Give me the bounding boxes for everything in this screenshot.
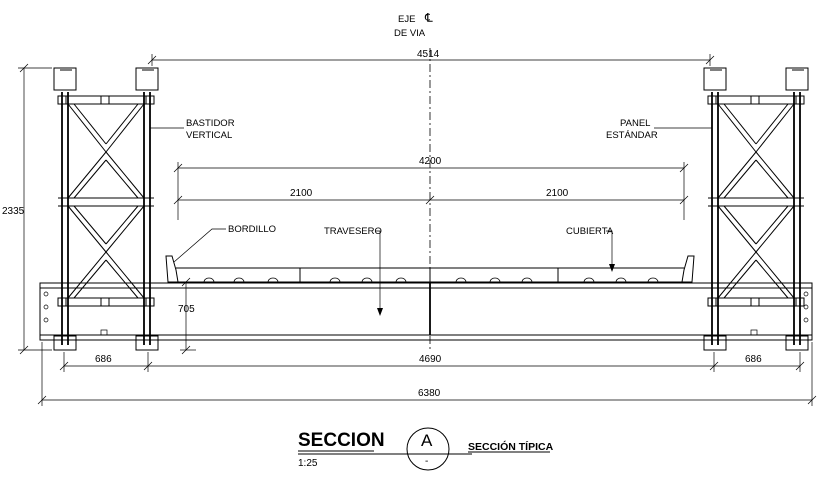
dim-half-left-text: 2100: [290, 188, 313, 199]
axis-label-line1: EJE: [398, 14, 415, 25]
dim-top-span: 4514: [147, 49, 715, 66]
axis-label-line2: DE VIA: [394, 28, 426, 39]
centerline-symbol: ℄: [424, 11, 433, 25]
title-block: SECCION 1:25 A - SECCIÓN TÍPICA: [298, 427, 554, 471]
section-letter: A: [421, 431, 433, 450]
dim-bottom-chain: 686 4690 686: [59, 352, 805, 372]
dim-kerb-height: 705: [178, 277, 196, 355]
label-bordillo-text: BORDILLO: [228, 224, 276, 235]
label-travesero-text: TRAVESERO: [324, 226, 382, 237]
label-panel-line2: ESTÁNDAR: [606, 130, 658, 141]
label-panel: PANEL ESTÁNDAR: [606, 118, 712, 141]
label-cubierta-text: CUBIERTA: [566, 226, 614, 237]
dim-deck-width-text: 4200: [419, 156, 442, 167]
deck-units: [165, 255, 695, 283]
dim-height: 2335: [2, 63, 52, 355]
dim-kerb-height-text: 705: [178, 304, 195, 315]
dim-height-text: 2335: [2, 206, 25, 217]
dim-total-width: 6380: [37, 342, 817, 406]
label-cubierta: CUBIERTA: [566, 226, 615, 272]
dim-total-width-text: 6380: [418, 388, 441, 399]
label-bastidor: BASTIDOR VERTICAL: [150, 118, 235, 141]
transom-beam: [39, 282, 813, 341]
label-bastidor-line2: VERTICAL: [186, 130, 232, 141]
section-subtitle: SECCIÓN TÍPICA: [468, 440, 554, 453]
dim-half-right-text: 2100: [546, 188, 569, 199]
right-truss-panel: [703, 67, 809, 351]
label-travesero: TRAVESERO: [324, 226, 383, 316]
dim-deck-width: 4200: [173, 156, 689, 220]
dim-panel-right-text: 686: [745, 354, 762, 365]
dim-half-widths: 2100 2100: [173, 188, 689, 205]
label-panel-line1: PANEL: [620, 118, 650, 129]
dim-inner-span-text: 4690: [419, 354, 442, 365]
section-title: SECCION: [298, 430, 385, 451]
section-scale: 1:25: [298, 458, 318, 469]
section-callout-circle: [406, 427, 450, 471]
dim-top-span-text: 4514: [417, 49, 440, 60]
section-sheet-ref: -: [425, 456, 428, 467]
dim-panel-left-text: 686: [95, 354, 112, 365]
left-truss-panel: [53, 67, 159, 351]
label-bastidor-line1: BASTIDOR: [186, 118, 235, 129]
label-bordillo: BORDILLO: [173, 224, 276, 263]
